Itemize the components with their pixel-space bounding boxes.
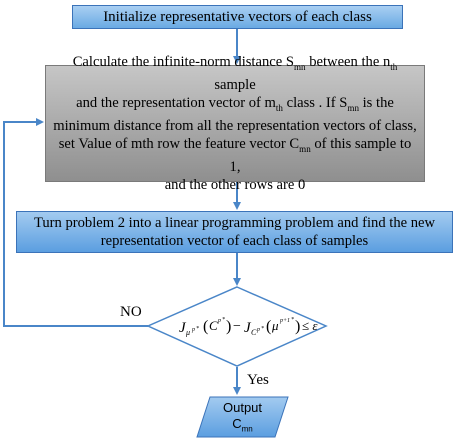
formula-leq-epsilon: ≤ ε <box>302 318 318 333</box>
formula-mu-sup-pplus: p+1 <box>279 318 290 324</box>
calc-line-1: Calculate the infinite-norm distance Smn… <box>72 54 398 94</box>
formula-close-paren-1: ) <box>226 318 231 335</box>
formula-j1-sub-p: p <box>191 327 195 333</box>
formula-j1-sub-star: * <box>196 326 199 332</box>
formula-c-sup-star: * <box>222 317 225 323</box>
calc-line-5: and the other rows are 0 <box>164 176 306 193</box>
decision-diamond <box>146 286 328 367</box>
formula-c-sup-p: p <box>217 318 221 324</box>
output-line-1: Output <box>222 400 263 415</box>
calc-line-2: and the representation vector of mth cla… <box>76 95 394 113</box>
formula-j2-sub-c: C <box>251 328 257 337</box>
formula-open-paren-1: ( <box>203 318 208 335</box>
formula-mu: μ <box>271 318 279 333</box>
calc-line-4: set Value of mth row the feature vector … <box>58 135 412 175</box>
formula-open-paren-2: ( <box>266 318 271 335</box>
formula-j1-sub-mu: μ <box>185 328 190 337</box>
formula-j2: J <box>244 320 252 336</box>
step-linear-programming: Turn problem 2 into a linear programming… <box>16 211 453 253</box>
label-yes: Yes <box>247 372 269 388</box>
loop-back-no <box>3 118 148 327</box>
turn-line-2: representation vector of each class of s… <box>100 233 369 249</box>
step-calculate-text: Calculate the infinite-norm distance Smn… <box>52 53 418 194</box>
step-initialize-text: Initialize representative vectors of eac… <box>103 8 372 25</box>
formula-j2-sub-p: p <box>256 327 260 333</box>
formula-minus: − <box>233 319 241 334</box>
step-linear-programming-text: Turn problem 2 into a linear programming… <box>34 214 435 250</box>
output-parallelogram <box>196 396 289 438</box>
step-calculate-distance: Calculate the infinite-norm distance Smn… <box>45 54 425 193</box>
step-initialize: Initialize representative vectors of eac… <box>72 5 403 29</box>
output-line-2: Cmn <box>232 416 253 434</box>
formula-j2-sub-star: * <box>261 326 264 332</box>
formula-c: C <box>209 318 218 333</box>
label-no: NO <box>120 304 142 320</box>
turn-line-1: Turn problem 2 into a linear programming… <box>33 215 436 231</box>
output-step: Output Cmn <box>196 396 289 438</box>
formula-close-paren-2: ) <box>295 318 300 335</box>
formula-mu-sup-star: * <box>291 317 294 323</box>
calc-line-3: minimum distance from all the representa… <box>53 117 417 134</box>
output-text: Output Cmn <box>196 400 289 438</box>
formula-j1: J <box>179 320 187 336</box>
